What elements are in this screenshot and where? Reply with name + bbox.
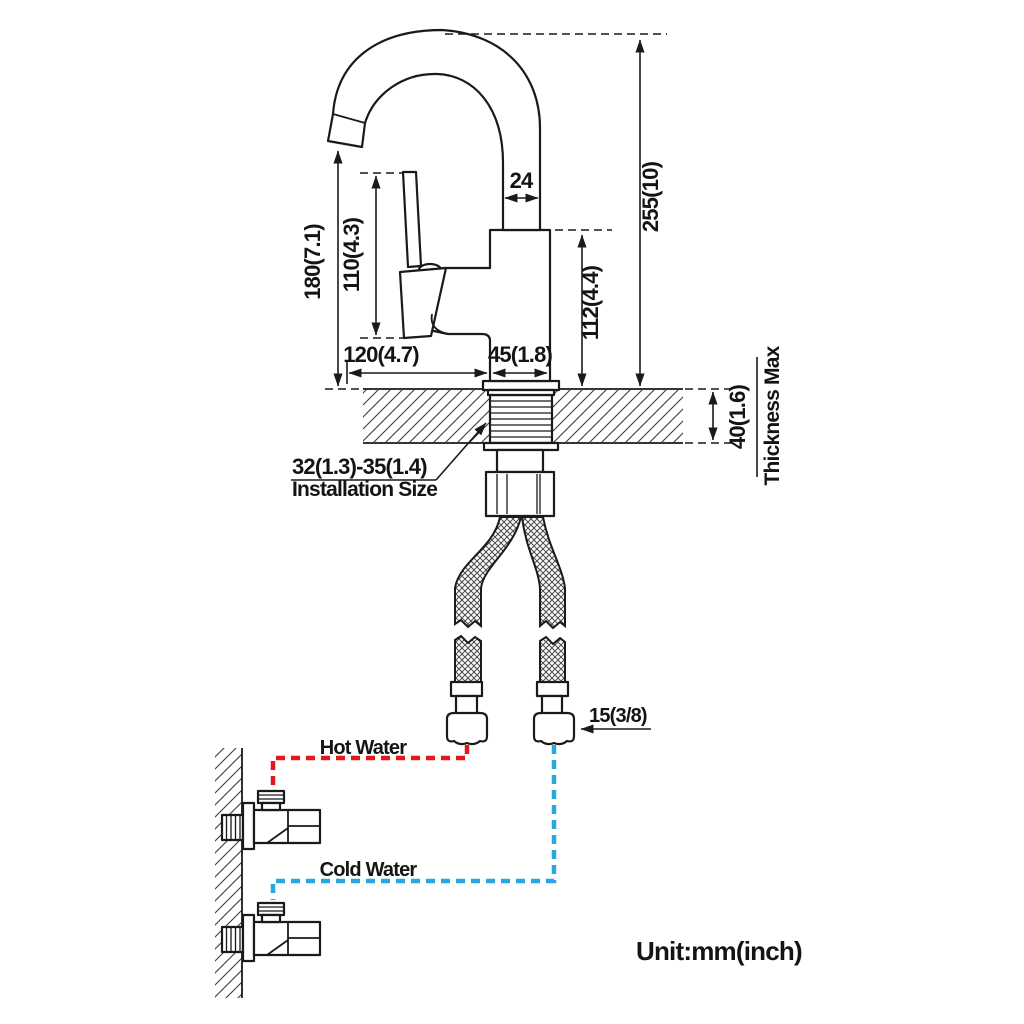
body-height-label: 112(4.4): [578, 265, 603, 340]
supply-hose-size-label: 15(3/8): [589, 705, 647, 727]
dimension-labels: 255(10) 24 180(7.1) 110(4.3) 112(4.4) 12…: [292, 161, 803, 966]
mounting-hardware: [481, 379, 561, 518]
spout-reach-label: 120(4.7): [343, 342, 419, 367]
cold-supply-line: [270, 745, 557, 900]
hot-water-label: Hot Water: [320, 737, 408, 759]
installation-size-note: Installation Size: [292, 478, 437, 501]
spout-outlet-height-label: 180(7.1): [300, 224, 325, 300]
supply-hoses: [445, 516, 576, 746]
cold-water-label: Cold Water: [320, 859, 418, 881]
faucet-spout: [326, 28, 542, 232]
unit-note: Unit:mm(inch): [636, 936, 802, 966]
handle-top-height-label: 110(4.3): [339, 217, 364, 292]
body-width-label: 45(1.8): [488, 342, 553, 367]
deck-thickness-note: Thickness Max: [761, 345, 784, 485]
wall: [215, 748, 243, 998]
cold-hose-nut: [532, 711, 576, 746]
hot-hose-nut: [445, 711, 489, 746]
countertop: [325, 388, 733, 444]
mounting-nut: [484, 470, 556, 518]
installation-size-label: 32(1.3)-35(1.4): [292, 454, 427, 479]
handle-housing: [398, 266, 448, 340]
faucet: [326, 28, 552, 383]
deck-thickness-label: 40(1.6): [725, 384, 750, 449]
spout-aerator-seam: [332, 113, 366, 124]
handle-bell-curve: [430, 313, 449, 335]
spout-pipe-width-label: 24: [510, 168, 534, 193]
dimension-lines: [291, 33, 758, 734]
faucet-handle-lever: [401, 170, 423, 269]
hot-supply-line: [270, 745, 470, 788]
overall-height-label: 255(10): [638, 161, 663, 232]
